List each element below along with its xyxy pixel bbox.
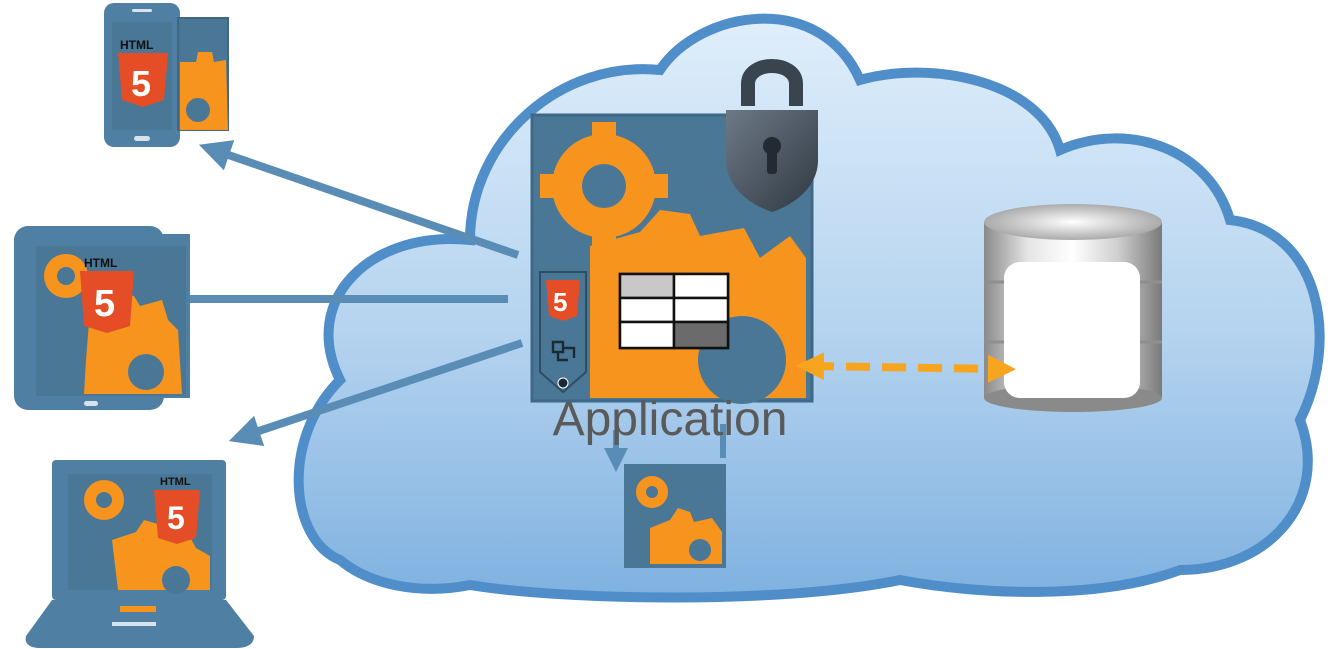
plugin-icon xyxy=(551,340,576,362)
html5-badge: HTML 5 xyxy=(80,256,134,333)
arrow-to-phone xyxy=(198,140,520,259)
svg-text:HTML: HTML xyxy=(160,476,191,488)
lock-icon xyxy=(726,59,818,212)
svg-text:5: 5 xyxy=(131,63,151,104)
settings-dot-icon xyxy=(557,377,569,389)
svg-text:HTML: HTML xyxy=(84,256,117,270)
tablet-device: HTML 5 xyxy=(14,226,190,410)
arrow-to-laptop xyxy=(228,339,524,447)
gear-icon xyxy=(636,476,722,564)
svg-text:5: 5 xyxy=(94,283,115,325)
toolbar-strip: 5 xyxy=(539,271,587,394)
database-icon xyxy=(984,204,1162,412)
gear-icon xyxy=(180,52,228,130)
application-panel: 5 xyxy=(530,59,818,404)
svg-text:HTML: HTML xyxy=(120,38,153,52)
laptop-device: HTML 5 xyxy=(25,460,255,648)
phone-device: HTML 5 xyxy=(104,3,229,147)
html5-badge: HTML 5 xyxy=(118,38,168,107)
module-box xyxy=(624,464,726,568)
html5-badge xyxy=(546,280,580,321)
data-grid-icon xyxy=(618,272,730,350)
html5-badge: HTML 5 xyxy=(154,476,200,544)
svg-text:5: 5 xyxy=(167,500,185,536)
application-label: Application xyxy=(552,393,788,446)
svg-text:5: 5 xyxy=(553,287,567,317)
database-link-arrow xyxy=(796,352,1016,383)
